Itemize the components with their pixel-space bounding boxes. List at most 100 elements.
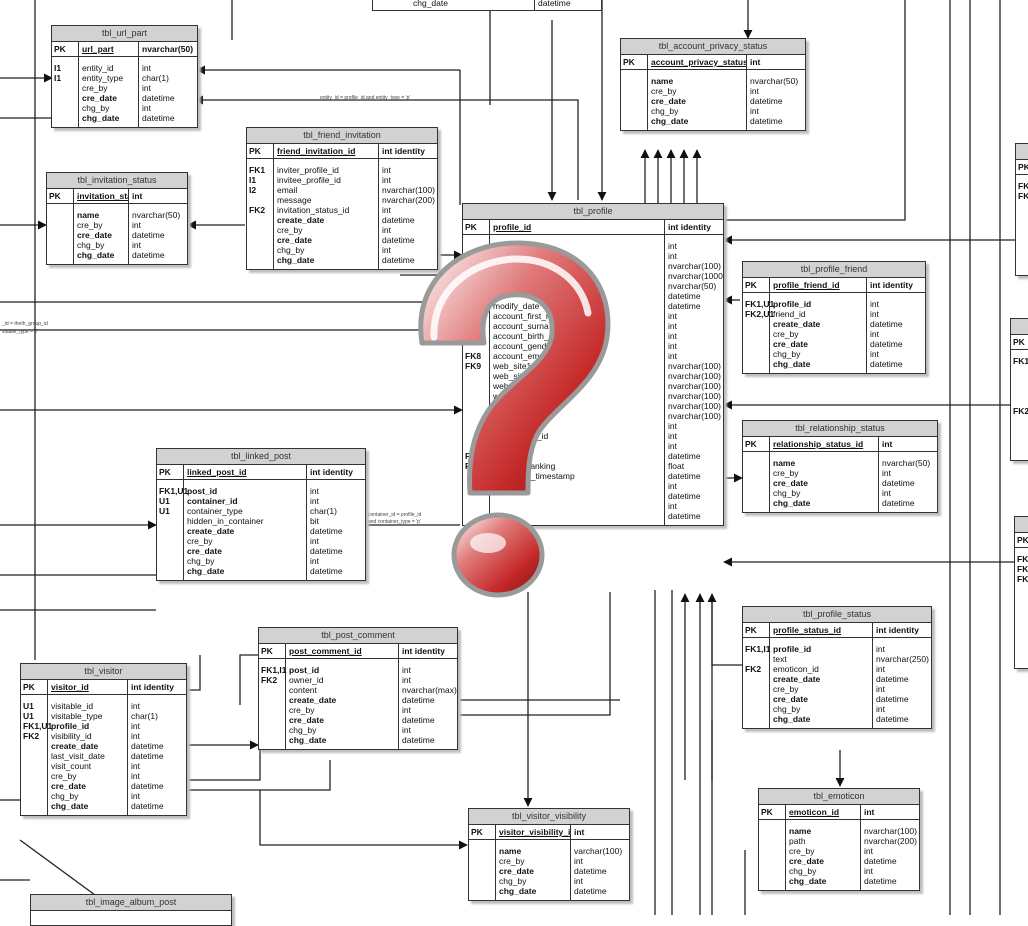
key-label: PK	[743, 278, 770, 292]
entity-table-image-album-post[interactable]: tbl_image_album_post	[30, 894, 232, 926]
table-title: tbl_profile_status	[743, 607, 931, 623]
column-type: nvarchar(50)	[142, 44, 194, 54]
key-label: PK	[621, 55, 648, 69]
key-label	[49, 230, 71, 240]
column-name: create_date	[773, 319, 821, 329]
column-name: visitor_id	[48, 680, 128, 694]
key-label: FK2	[261, 675, 278, 685]
column-type: nvarchar(100)	[668, 411, 721, 421]
key-label	[745, 339, 767, 349]
key-label	[623, 96, 645, 106]
column-type: datetime	[574, 886, 607, 896]
key-label	[745, 674, 767, 684]
column-type: datetime	[310, 546, 343, 556]
column-type: int	[310, 536, 319, 546]
key-label: FK2	[745, 664, 762, 674]
column-type: int	[750, 106, 759, 116]
key-label	[261, 715, 283, 725]
entity-table[interactable]: tbl_invitation_statusPKinvitation_status…	[46, 172, 188, 265]
column-name: emoticon_id	[773, 664, 819, 674]
key-label	[159, 556, 181, 566]
column-type: int	[870, 349, 879, 359]
column-name: create_date	[773, 674, 821, 684]
column-type: datetime	[668, 291, 701, 301]
column-type: int	[668, 501, 677, 511]
table-fragment-top[interactable]: chg_date datetime	[372, 0, 602, 11]
key-label	[159, 536, 181, 546]
column-name: chg_by	[277, 245, 305, 255]
key-label	[23, 741, 45, 751]
column-type: datetime	[402, 715, 435, 725]
key-label: FK2	[23, 731, 40, 741]
column-type: int	[864, 866, 873, 876]
table-title: tbl_account_privacy_status	[621, 39, 805, 55]
key-label	[261, 695, 283, 705]
key-label	[745, 654, 767, 664]
column-name: cre_date	[651, 96, 686, 106]
column-name: account_gende	[493, 341, 552, 351]
key-label	[23, 751, 45, 761]
key-label	[761, 866, 783, 876]
column-type: datetime	[310, 526, 343, 536]
column-name: chg_date	[277, 255, 315, 265]
table-title: tbl_emoticon	[759, 789, 919, 805]
key-label	[745, 468, 767, 478]
key-label	[249, 195, 271, 205]
key-label: PK	[47, 189, 74, 203]
key-label: FK1,I1	[745, 644, 771, 654]
column-name: account_emai	[493, 351, 546, 361]
column-name: email	[277, 185, 298, 195]
column-name: account_surna	[493, 321, 549, 331]
column-type: datetime	[142, 93, 175, 103]
column-name: entity_id	[82, 63, 114, 73]
column-type: varchar(100)	[574, 846, 623, 856]
key-label	[249, 245, 271, 255]
column-name: chg_date	[499, 886, 537, 896]
column-name: cre_date	[77, 230, 112, 240]
column-name: hidden_in_container	[187, 516, 264, 526]
key-label	[23, 791, 45, 801]
key-label: PK	[259, 644, 286, 658]
key-label	[471, 846, 493, 856]
column-type: int	[876, 704, 885, 714]
column-type: int	[668, 311, 677, 321]
column-name: chg_date	[289, 735, 327, 745]
key-label	[745, 329, 767, 339]
column-name: path	[789, 836, 806, 846]
column-type: nvarchar(50)	[750, 76, 799, 86]
column-name: cre_by	[187, 536, 213, 546]
column-name: account_privacy_status_id	[648, 55, 747, 69]
column-name: visibility_id	[51, 731, 92, 741]
column-type: nvarchar(100)	[864, 826, 917, 836]
key-label	[249, 225, 271, 235]
column-name: chg_by	[789, 866, 817, 876]
column-type: datetime	[876, 714, 909, 724]
column-type: int	[132, 220, 141, 230]
column-type: nvarchar(1000)	[668, 271, 723, 281]
key-label	[761, 846, 783, 856]
column-type: int	[870, 329, 879, 339]
key-label	[623, 76, 645, 86]
column-name: cre_by	[289, 705, 315, 715]
column-name: create_date	[51, 741, 99, 751]
table-title: tbl_visitor_visibility	[469, 809, 629, 825]
